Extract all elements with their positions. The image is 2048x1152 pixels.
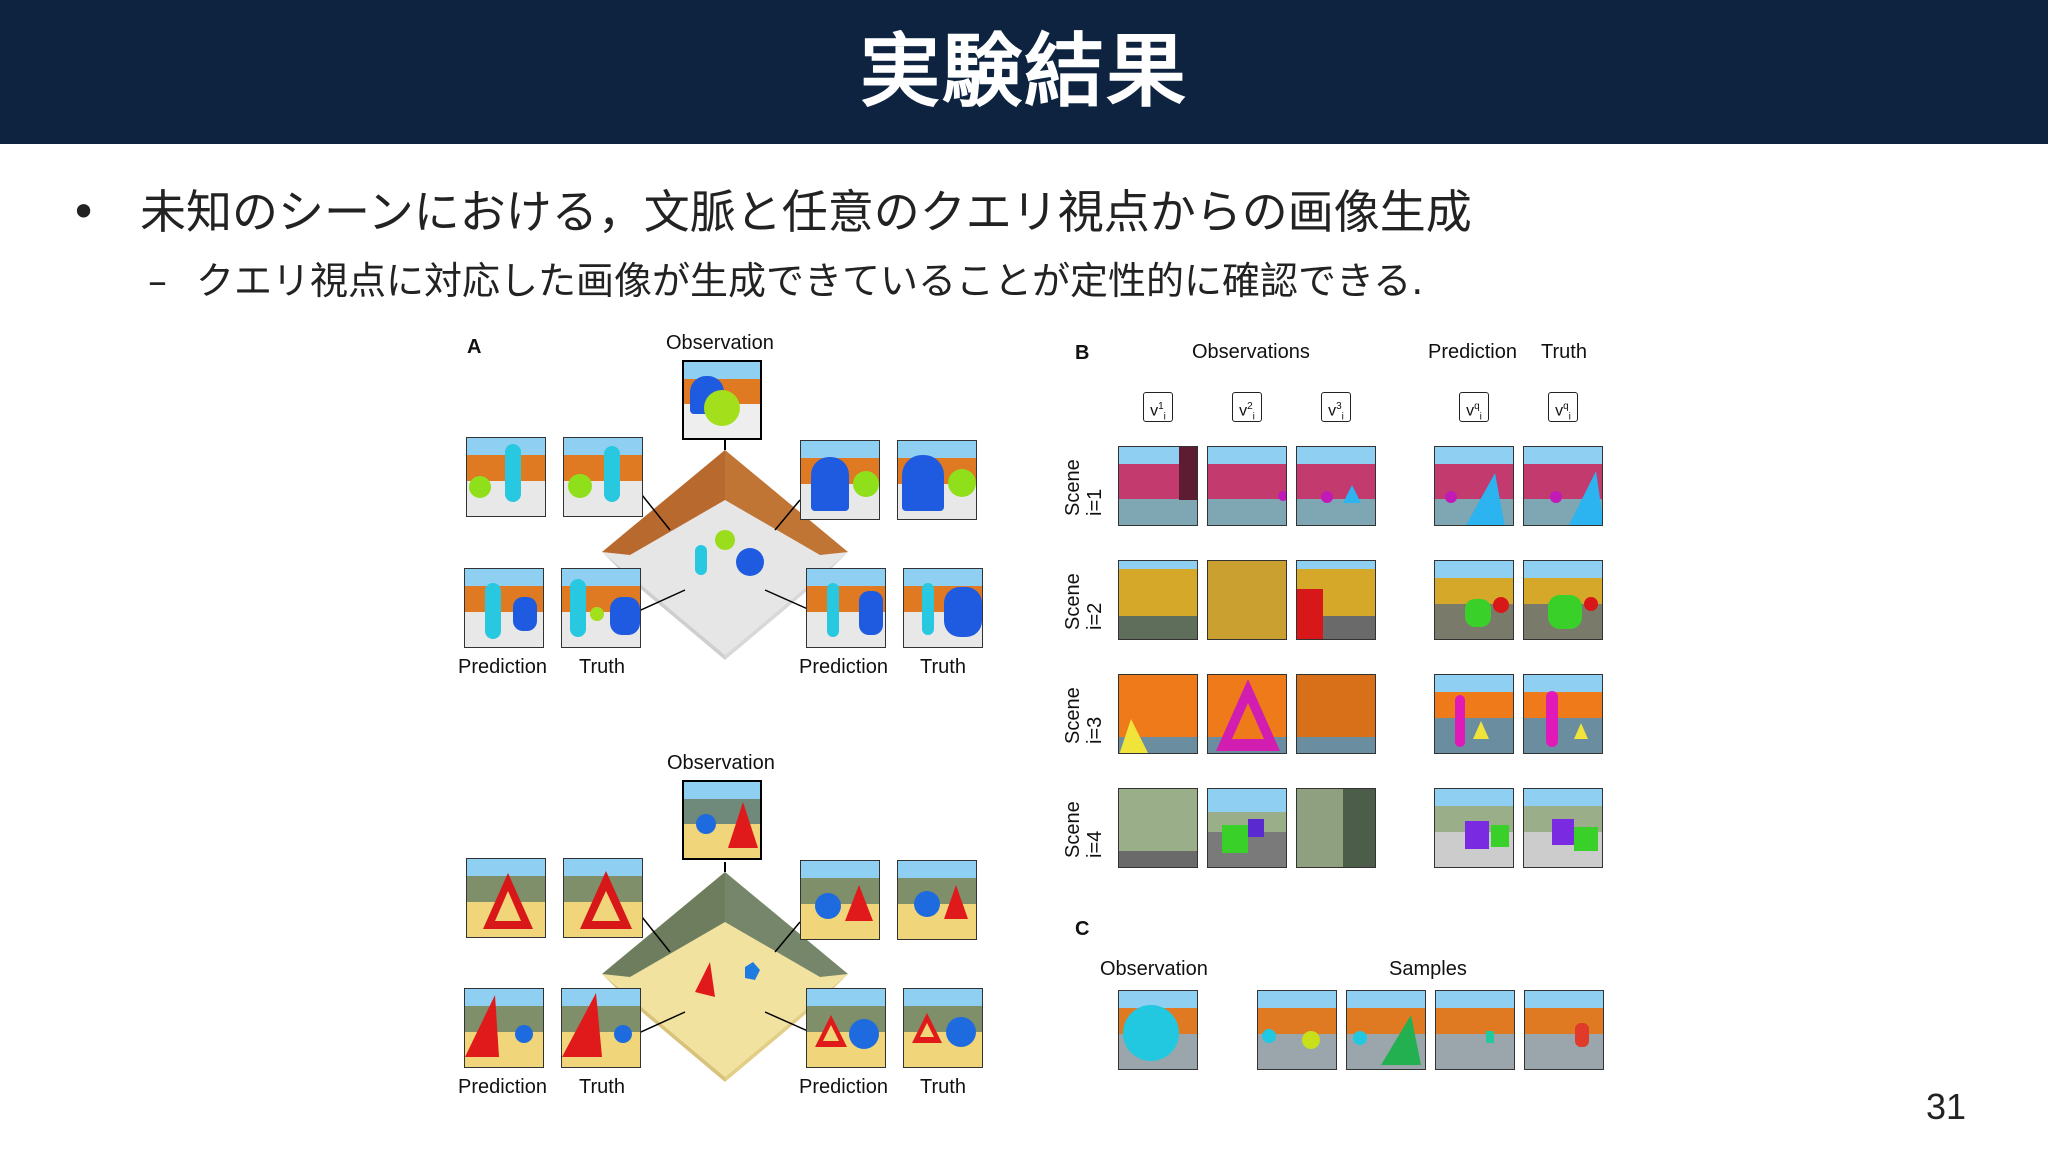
scene2-truth xyxy=(1523,560,1603,640)
sub-bullet-marker: – xyxy=(148,259,167,303)
truth-thumb-tl xyxy=(563,437,643,517)
viewpoint-v3: v3i xyxy=(1321,392,1351,423)
scene4-obs3 xyxy=(1296,788,1376,868)
truth-thumb-tr xyxy=(897,440,977,520)
prediction-label-bottom-left: Prediction xyxy=(458,1076,547,1098)
scene2-prediction xyxy=(1434,560,1514,640)
page-number: 31 xyxy=(1925,1086,1966,1127)
truth-thumb-bl xyxy=(561,568,641,648)
scene2-obs1 xyxy=(1118,560,1198,640)
panel-c-observation-thumb xyxy=(1118,990,1198,1070)
viewpoint-v2: v2i xyxy=(1232,392,1262,423)
observation-thumb-top xyxy=(682,360,762,440)
samples-label: Samples xyxy=(1389,958,1467,980)
prediction-thumb-br-2 xyxy=(806,988,886,1068)
truth-label-bottom-right: Truth xyxy=(920,1076,966,1098)
truth-label-bottom-left: Truth xyxy=(579,1076,625,1098)
truth-thumb-tr-2 xyxy=(897,860,977,940)
prediction-thumb-br xyxy=(806,568,886,648)
sample-thumb-2 xyxy=(1346,990,1426,1070)
prediction-label-top-right: Prediction xyxy=(799,656,888,678)
observations-label: Observations xyxy=(1192,341,1310,363)
main-bullet: • 未知のシーンにおける，文脈と任意のクエリ視点からの画像生成 xyxy=(70,176,1472,242)
panel-a-label: A xyxy=(467,336,482,358)
scene1-prediction xyxy=(1434,446,1514,526)
scene4-prediction xyxy=(1434,788,1514,868)
scene3-obs3 xyxy=(1296,674,1376,754)
observation-label-top: Observation xyxy=(666,332,774,354)
prediction-thumb-bl-2 xyxy=(464,988,544,1068)
scene1-obs3 xyxy=(1296,446,1376,526)
prediction-thumb-tl-2 xyxy=(466,858,546,938)
main-bullet-text: 未知のシーンにおける，文脈と任意のクエリ視点からの画像生成 xyxy=(140,185,1472,239)
scene3-obs1 xyxy=(1118,674,1198,754)
sample-thumb-4 xyxy=(1524,990,1604,1070)
prediction-thumb-tl xyxy=(466,437,546,517)
viewpoint-v1: v1i xyxy=(1143,392,1173,423)
scene2-obs3 xyxy=(1296,560,1376,640)
bullet-marker: • xyxy=(70,185,98,239)
viewpoint-vq-prediction: vqi xyxy=(1459,392,1489,423)
observation-thumb-bottom xyxy=(682,780,762,860)
slide-title: 実験結果 xyxy=(860,25,1188,118)
prediction-thumb-tr xyxy=(800,440,880,520)
scene1-obs2 xyxy=(1207,446,1287,526)
sample-thumb-3 xyxy=(1435,990,1515,1070)
scene1-truth xyxy=(1523,446,1603,526)
scene3-prediction xyxy=(1434,674,1514,754)
prediction-label-top-left: Prediction xyxy=(458,656,547,678)
title-bar xyxy=(0,0,2048,144)
sub-bullet: –クエリ視点に対応した画像が生成できていることが定性的に確認できる. xyxy=(148,250,1423,305)
scene3-truth xyxy=(1523,674,1603,754)
observation-label-c: Observation xyxy=(1100,958,1208,980)
truth-label-top-right: Truth xyxy=(920,656,966,678)
truth-thumb-br-2 xyxy=(903,988,983,1068)
scene1-obs1 xyxy=(1118,446,1198,526)
scene2-obs2 xyxy=(1207,560,1287,640)
truth-thumb-bl-2 xyxy=(561,988,641,1068)
viewpoint-vq-truth: vqi xyxy=(1548,392,1578,423)
panel-b-label: B xyxy=(1075,342,1090,364)
sub-bullet-text: クエリ視点に対応した画像が生成できていることが定性的に確認できる. xyxy=(196,259,1424,303)
truth-label-top-left: Truth xyxy=(579,656,625,678)
observation-label-bottom: Observation xyxy=(667,752,775,774)
prediction-thumb-bl xyxy=(464,568,544,648)
prediction-label-bottom-right: Prediction xyxy=(799,1076,888,1098)
truth-thumb-br xyxy=(903,568,983,648)
panel-c-label: C xyxy=(1075,918,1090,940)
truth-thumb-tl-2 xyxy=(563,858,643,938)
scene4-obs2 xyxy=(1207,788,1287,868)
sample-thumb-1 xyxy=(1257,990,1337,1070)
scene4-obs1 xyxy=(1118,788,1198,868)
prediction-label-b: Prediction xyxy=(1428,341,1517,363)
scene3-obs2 xyxy=(1207,674,1287,754)
prediction-thumb-tr-2 xyxy=(800,860,880,940)
scene4-truth xyxy=(1523,788,1603,868)
truth-label-b: Truth xyxy=(1541,341,1587,363)
